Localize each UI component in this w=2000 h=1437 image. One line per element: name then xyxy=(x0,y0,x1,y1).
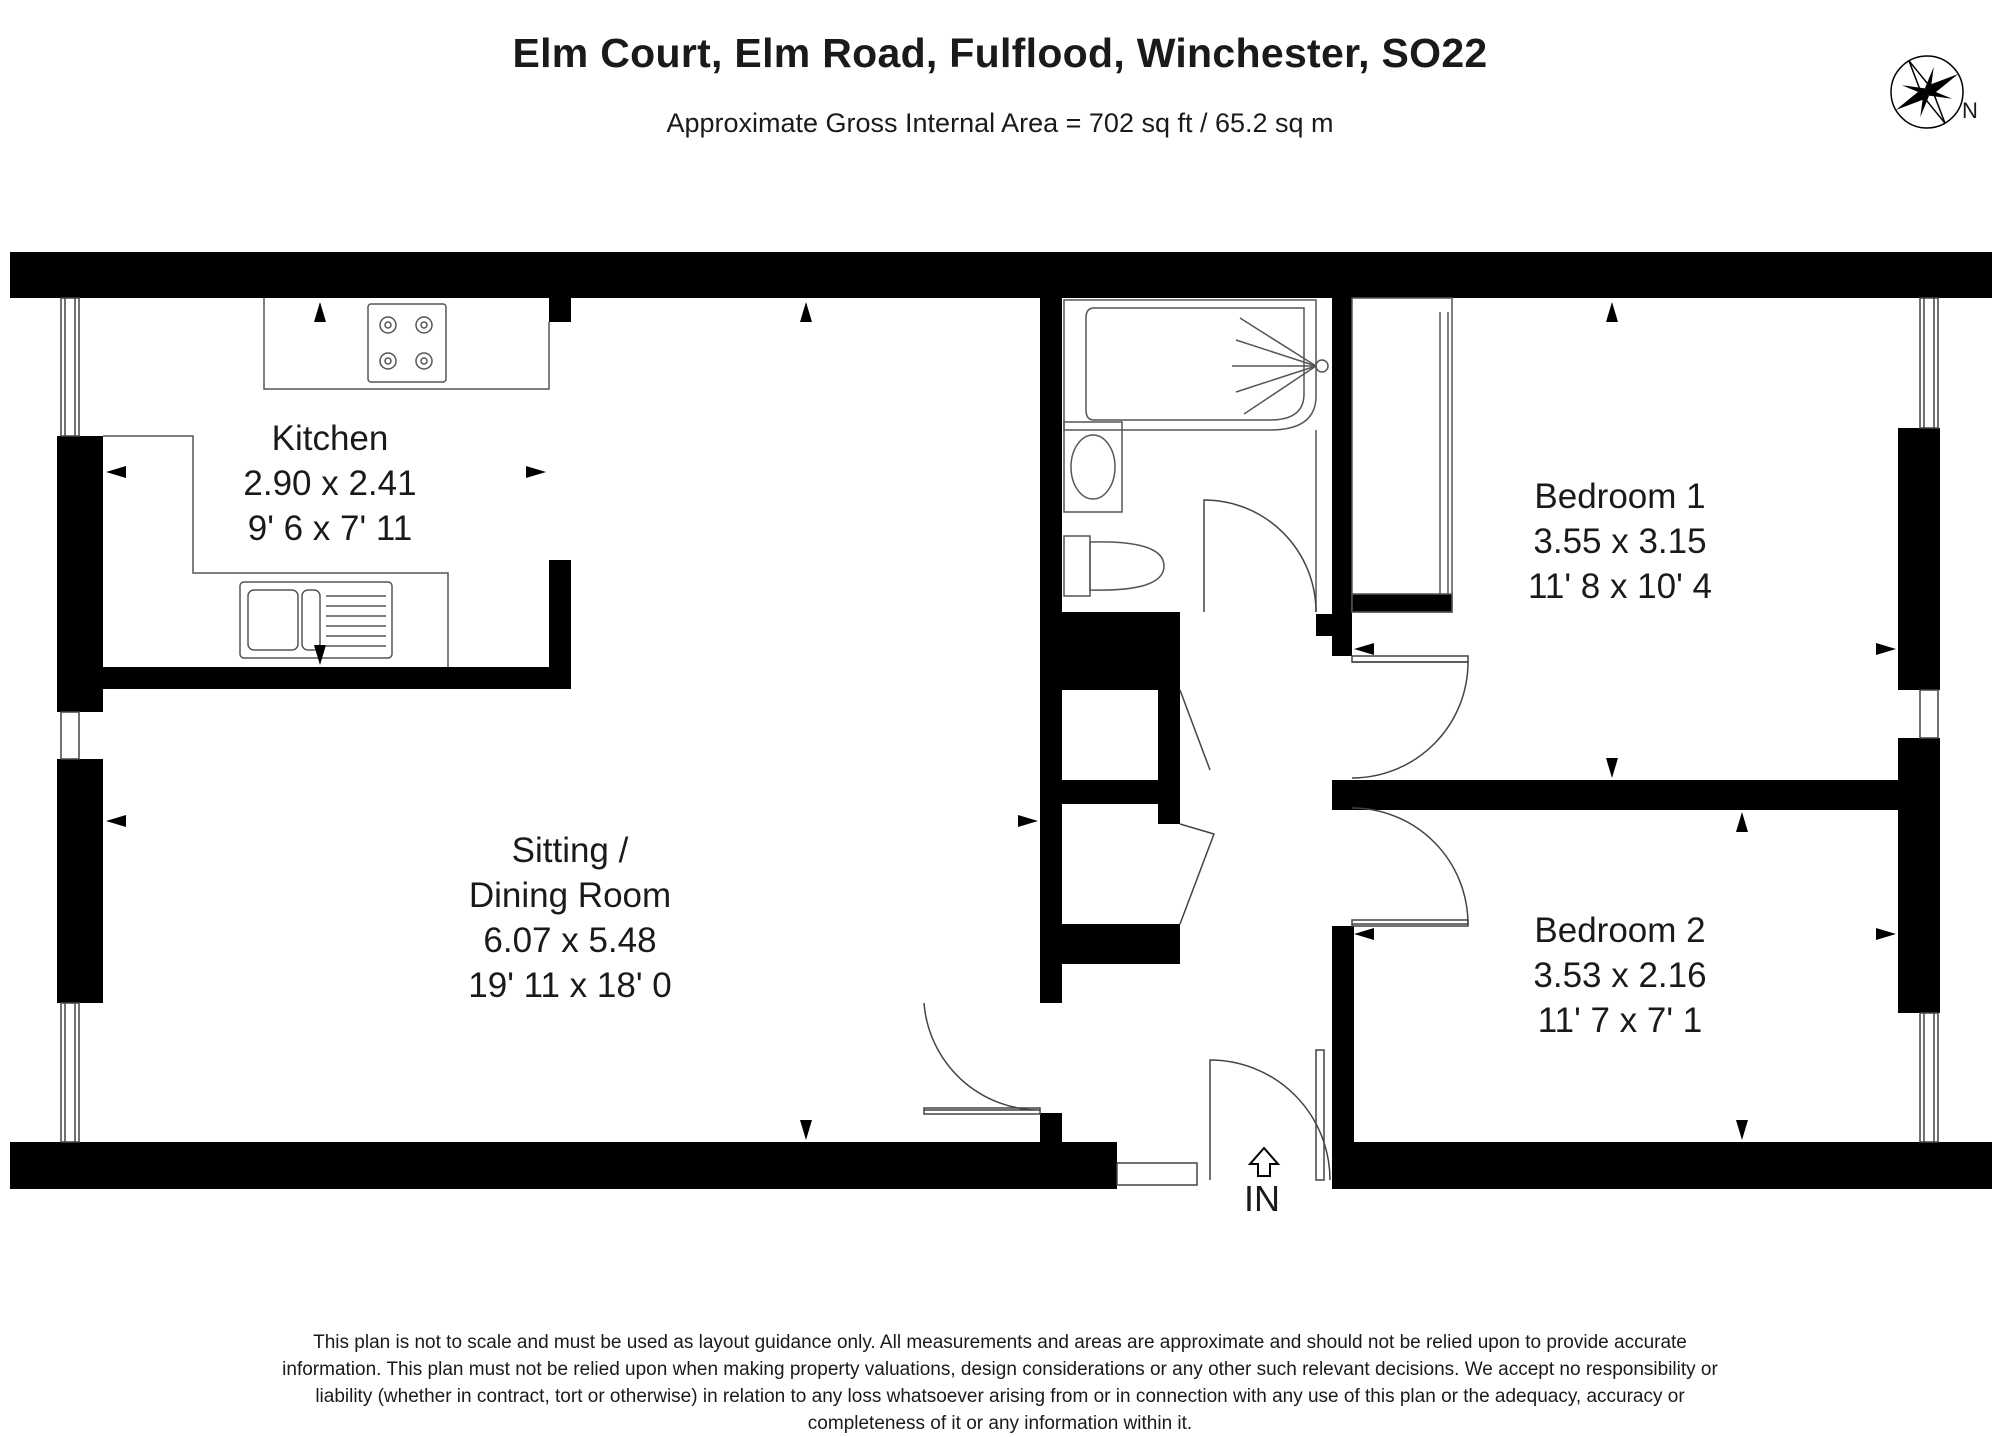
window-bedroom1 xyxy=(1919,297,1939,429)
wall-left-lower xyxy=(57,759,103,1003)
room-sitting-dining: Sitting / Dining Room 6.07 x 5.48 19' 11… xyxy=(440,828,700,1008)
hob xyxy=(367,303,447,383)
toilet xyxy=(1063,535,1091,597)
wall-kitchen-bottom xyxy=(103,667,571,689)
wall-bed1-stub xyxy=(1332,636,1352,656)
compass-north-label: N xyxy=(1962,98,1978,123)
door-sitting xyxy=(923,1002,1041,1111)
bathroom-fixtures xyxy=(1063,299,1329,612)
room-bedroom-2: Bedroom 2 3.53 x 2.16 11' 7 x 7' 1 xyxy=(1500,908,1740,1043)
entrance-arrow-icon xyxy=(1247,1146,1281,1177)
wall-sitting-right xyxy=(1040,298,1062,1003)
dimension-arrows xyxy=(106,302,1896,1140)
wall-bedrooms-divider xyxy=(1332,780,1912,810)
walls xyxy=(10,252,1992,1189)
wall-bottom-right xyxy=(1332,1142,1992,1189)
door-entrance xyxy=(1209,1059,1331,1181)
worktop-top xyxy=(263,298,550,390)
room-imperial: 9' 6 x 7' 11 xyxy=(247,509,413,548)
area-subtitle: Approximate Gross Internal Area = 702 sq… xyxy=(666,108,1334,138)
wall-bath-right xyxy=(1332,298,1352,636)
room-name-line1: Sitting / xyxy=(511,831,629,870)
kitchen-fixtures xyxy=(103,298,550,667)
doors xyxy=(923,499,1469,1181)
plan-title: Elm Court, Elm Road, Fulflood, Wincheste… xyxy=(512,30,1488,76)
room-imperial: 11' 7 x 7' 1 xyxy=(1537,1001,1703,1040)
window-bedroom2 xyxy=(1919,1012,1939,1143)
disclaimer-text: This plan is not to scale and must be us… xyxy=(282,1332,1718,1434)
worktop-left xyxy=(103,435,449,667)
wall-right-upper xyxy=(1898,428,1940,690)
window-sitting-small xyxy=(60,711,80,760)
wall-top xyxy=(10,252,1992,298)
wall-bottom-left xyxy=(10,1142,1117,1189)
wall-left-upper xyxy=(57,436,103,712)
wall-kitchen-right-low xyxy=(549,560,571,689)
window-entrance xyxy=(1116,1162,1198,1186)
wall-sitting-right-foot xyxy=(1040,1113,1062,1143)
room-name: Bedroom 2 xyxy=(1534,911,1706,950)
room-imperial: 19' 11 x 18' 0 xyxy=(468,966,672,1005)
kitchen-sink xyxy=(239,581,393,659)
room-name: Bedroom 1 xyxy=(1534,477,1706,516)
wall-bath-right-foot xyxy=(1316,614,1352,636)
door-cupboard-1 xyxy=(1179,689,1211,771)
door-bedroom1 xyxy=(1351,661,1469,779)
wall-kitchen-right-stub xyxy=(549,298,571,322)
wall-cupboard-mid xyxy=(1062,780,1180,804)
wall-right-lower xyxy=(1898,738,1940,1013)
compass-rose-icon xyxy=(1890,55,1964,129)
window-bed-mid xyxy=(1919,689,1939,739)
entrance-label: IN xyxy=(1244,1178,1280,1219)
wall-cupboard-2-side xyxy=(1158,804,1180,824)
room-metric: 3.53 x 2.16 xyxy=(1533,956,1707,995)
door-bathroom xyxy=(1203,499,1317,613)
room-name-line2: Dining Room xyxy=(468,876,672,915)
room-metric: 3.55 x 3.15 xyxy=(1533,522,1707,561)
door-bedroom2 xyxy=(1351,807,1469,925)
wall-cupboard-2-side-low xyxy=(1158,926,1180,946)
wardrobe xyxy=(1351,297,1453,613)
wall-cupboard-1-side xyxy=(1158,640,1180,780)
wall-bed2-left xyxy=(1332,926,1354,1143)
room-kitchen: Kitchen 2.90 x 2.41 9' 6 x 7' 11 xyxy=(225,416,435,551)
room-metric: 6.07 x 5.48 xyxy=(483,921,657,960)
window-sitting xyxy=(60,1002,80,1143)
bath xyxy=(1063,299,1317,431)
room-bedroom-1: Bedroom 1 3.55 x 3.15 11' 8 x 10' 4 xyxy=(1500,474,1740,609)
room-name: Kitchen xyxy=(271,419,389,458)
window-kitchen xyxy=(60,297,80,437)
windows xyxy=(60,297,1939,1186)
basin xyxy=(1063,421,1123,513)
door-cupboard-2 xyxy=(1179,823,1215,925)
room-imperial: 11' 8 x 10' 4 xyxy=(1528,567,1712,606)
room-metric: 2.90 x 2.41 xyxy=(243,464,417,503)
